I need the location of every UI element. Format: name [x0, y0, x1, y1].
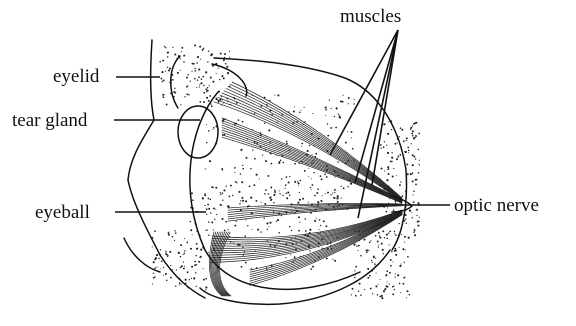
optic-nerve-label: optic nerve	[454, 195, 539, 216]
eyelid-outline	[124, 40, 205, 298]
tear-gland-label: tear gland	[12, 110, 88, 131]
muscle-fibres	[209, 82, 402, 296]
muscles-label: muscles	[340, 6, 401, 27]
tear-gland-shape	[178, 106, 218, 158]
eyeball-label: eyeball	[35, 202, 90, 223]
eyelid-label: eyelid	[53, 66, 100, 87]
